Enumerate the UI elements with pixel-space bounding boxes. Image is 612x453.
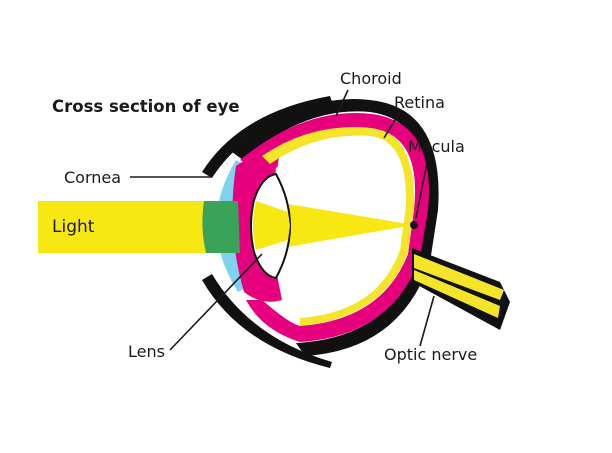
- diagram-title: Cross section of eye: [52, 97, 240, 116]
- lens-light-overlap: [253, 201, 290, 250]
- retina-layer: [262, 127, 415, 326]
- sclera-front-lower: [202, 274, 332, 368]
- choroid-leader: [335, 89, 349, 117]
- light-beam-outside: [38, 201, 238, 253]
- choroid-layer: [240, 112, 429, 342]
- light-cone-inside: [270, 201, 414, 250]
- optic-nerve-core: [414, 254, 504, 318]
- sclera-front-upper: [202, 96, 332, 178]
- lens-label: Lens: [128, 342, 165, 361]
- light-label: Light: [52, 217, 95, 237]
- macula-leader: [415, 157, 429, 219]
- optic-nerve-leader: [419, 295, 435, 347]
- macula-point: [410, 221, 418, 229]
- light-through-cornea: [202, 201, 240, 253]
- retina-leader: [383, 111, 401, 139]
- sclera-shell: [232, 99, 439, 356]
- macula-label: Macula: [408, 137, 465, 156]
- cornea-label: Cornea: [64, 168, 121, 187]
- retina-label: Retina: [394, 93, 445, 112]
- optic-nerve-label: Optic nerve: [384, 345, 477, 364]
- lens-leader: [169, 253, 263, 351]
- choroid-label: Choroid: [340, 69, 402, 88]
